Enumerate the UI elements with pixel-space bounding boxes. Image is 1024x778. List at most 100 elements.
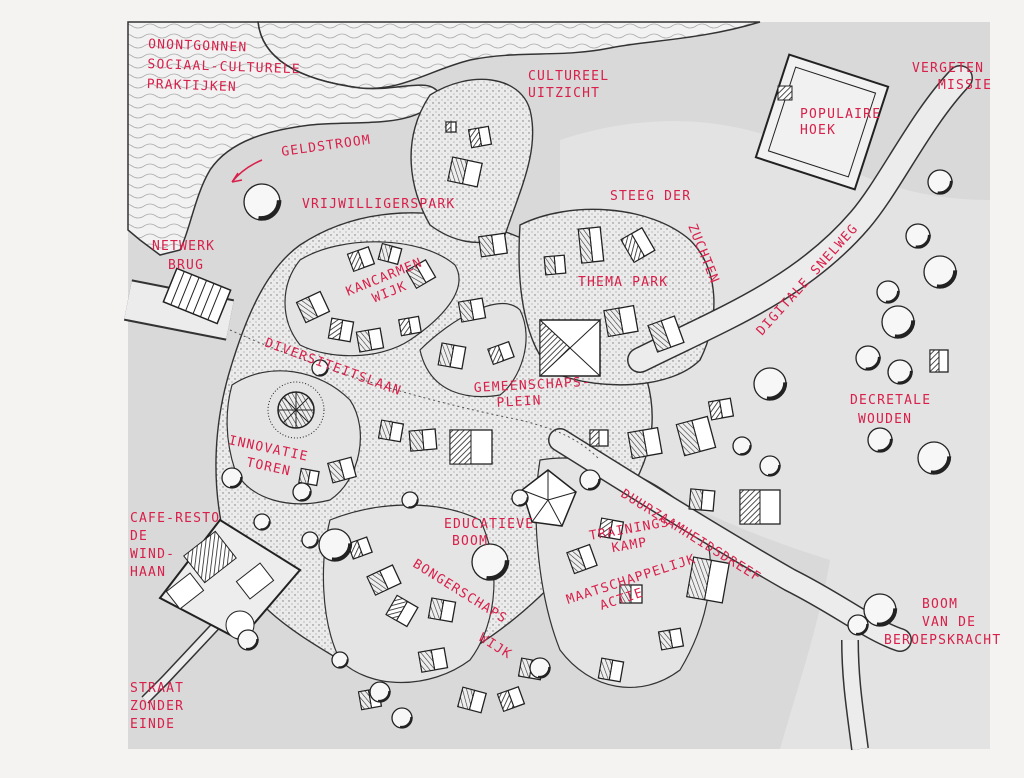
tree	[253, 513, 271, 531]
label-gemeenschapsplein: GEMEENSCHAPS- PLEIN	[473, 374, 601, 412]
label-vrijwilligerspark: VRIJWILLIGERSPARK	[302, 197, 455, 212]
river-left	[127, 21, 441, 256]
house	[686, 556, 730, 604]
house	[487, 340, 515, 366]
netwerk-bridge	[162, 267, 232, 325]
label-decretale-wouden: DECRETALE WOUDEN	[850, 393, 940, 427]
house	[408, 428, 438, 452]
tree	[927, 169, 953, 195]
tree	[847, 614, 869, 636]
house	[327, 317, 355, 343]
house	[457, 297, 487, 323]
house	[405, 258, 437, 290]
tree	[759, 455, 781, 477]
label-cafe-resto: CAFE-RESTO DE WIND- HAAN	[130, 511, 229, 580]
houses	[295, 121, 949, 714]
label-straat-zonder-einde: STRAAT ZONDER EINDE	[130, 681, 193, 732]
tree	[732, 436, 752, 456]
house	[385, 594, 419, 628]
label-steeg-der-zuchten: STEEG DER	[610, 189, 691, 204]
house	[647, 315, 685, 353]
house	[366, 564, 402, 596]
cafe-resto-building	[158, 518, 302, 642]
diversiteitslaan-road	[229, 329, 601, 461]
trees	[221, 169, 958, 729]
tree	[867, 427, 893, 453]
label-onontgonnen: ONONTGONNEN SOCIAAL-CULTURELE PRAKTIJKEN	[146, 37, 310, 98]
tree	[917, 441, 952, 475]
tree	[311, 359, 329, 377]
tree	[301, 531, 319, 549]
house	[447, 156, 483, 188]
tree	[511, 489, 529, 507]
house	[496, 685, 526, 713]
tree	[237, 629, 259, 651]
house	[449, 429, 493, 465]
house	[739, 489, 781, 525]
house	[377, 242, 403, 266]
label-populaire-hoek: POPULAIRE HOEK	[800, 107, 890, 138]
tree	[292, 482, 312, 502]
house	[657, 627, 685, 651]
house	[377, 419, 405, 443]
tree	[887, 359, 913, 385]
house	[543, 254, 567, 276]
label-netwerk-brug: NETWERK BRUG	[152, 239, 224, 273]
house	[566, 543, 598, 575]
education-pyramid	[521, 469, 577, 527]
tree	[905, 223, 931, 249]
house	[467, 125, 493, 149]
house	[417, 647, 449, 673]
house	[597, 657, 625, 683]
tree	[753, 367, 788, 401]
tree	[221, 467, 243, 489]
house	[929, 349, 949, 373]
tree	[881, 305, 916, 339]
house	[445, 121, 457, 133]
label-educatieve-boom: EDUCATIEVE BOOM	[444, 517, 543, 549]
house	[707, 397, 735, 421]
house	[688, 488, 716, 512]
label-boom-beroepskracht: BOOM VAN DE BEROEPSKRACHT	[884, 597, 1001, 648]
house	[589, 429, 609, 447]
tree	[923, 255, 958, 289]
house	[675, 415, 717, 457]
geldstroom-arrow	[231, 159, 263, 183]
house	[355, 327, 385, 353]
tree	[243, 183, 282, 221]
house	[597, 517, 625, 541]
house	[457, 686, 487, 714]
house	[620, 226, 656, 264]
tree	[579, 469, 601, 491]
house	[577, 226, 605, 264]
house	[627, 426, 663, 460]
house	[398, 315, 422, 337]
tree	[855, 345, 881, 371]
populaire-hoek-square	[754, 53, 890, 191]
tree	[471, 543, 510, 581]
label-vergeten-missie: VERGETEN MISSIE	[912, 61, 993, 93]
house	[603, 304, 639, 338]
tree	[863, 593, 898, 627]
themapark-pyramid	[539, 318, 601, 378]
tree	[331, 651, 349, 669]
house	[295, 290, 331, 324]
tree	[401, 491, 419, 509]
innovatie-tower	[267, 381, 325, 439]
tree	[529, 657, 551, 679]
house	[298, 467, 320, 487]
tower-block	[226, 370, 361, 505]
house	[346, 245, 376, 273]
tree	[391, 707, 413, 729]
tree	[876, 280, 900, 304]
house	[437, 342, 467, 370]
house	[478, 232, 508, 258]
label-cultureel-uitzicht: CULTUREEL UITZICHT	[528, 69, 618, 101]
label-themapark: THEMA PARK	[578, 275, 668, 290]
house	[427, 597, 457, 623]
tree	[369, 681, 391, 703]
house	[327, 456, 357, 484]
house	[619, 584, 643, 604]
